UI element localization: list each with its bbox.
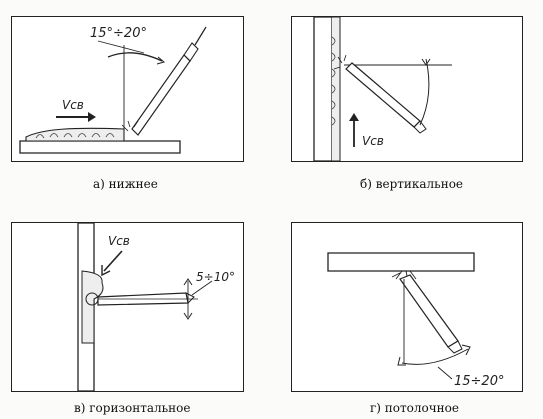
caption-overhead: г) потолочное bbox=[370, 401, 459, 415]
speed-arrow-head bbox=[88, 112, 96, 122]
panel-overhead: 15÷20° bbox=[291, 222, 523, 392]
angle-arc bbox=[401, 348, 469, 365]
panel-flat: 15°÷20° Vсв bbox=[11, 16, 244, 162]
vertical-plate bbox=[313, 17, 333, 161]
flat-weld-diagram: 15°÷20° Vсв bbox=[19, 26, 207, 154]
arc-sparks bbox=[121, 120, 139, 132]
angle-leader-line bbox=[97, 40, 145, 54]
angle-arc bbox=[419, 58, 430, 126]
angle-leader-line bbox=[191, 280, 213, 296]
angle-arc bbox=[107, 52, 163, 62]
vertical-weld-diagram: Vсв bbox=[313, 17, 452, 161]
electrode bbox=[399, 274, 459, 348]
electrode bbox=[345, 62, 421, 128]
angle-leader-line bbox=[437, 366, 453, 380]
electrode-holder bbox=[447, 340, 463, 354]
base-plate bbox=[19, 140, 181, 154]
angle-arrow-head bbox=[421, 58, 431, 66]
angle-arrow-up bbox=[183, 278, 193, 286]
speed-arrow bbox=[103, 250, 123, 272]
weld-bead bbox=[25, 127, 125, 142]
angle-label: 15÷20° bbox=[454, 374, 504, 389]
speed-label: Vсв bbox=[108, 234, 130, 248]
electrode-holder bbox=[413, 120, 427, 134]
arc-sparks bbox=[333, 54, 347, 70]
panel-vertical: Vсв bbox=[291, 16, 523, 162]
caption-vertical: б) вертикальное bbox=[360, 177, 464, 191]
electrode bbox=[131, 54, 191, 136]
electrode-tip-wire bbox=[194, 26, 207, 46]
panel-horizontal: 5÷10° Vсв bbox=[11, 222, 244, 392]
weld-bead bbox=[81, 270, 104, 344]
speed-label: Vсв bbox=[62, 98, 84, 112]
ceiling-plate bbox=[327, 252, 475, 272]
seam-ripples bbox=[331, 36, 336, 126]
caption-flat: а) нижнее bbox=[93, 177, 158, 191]
angle-arrow-left bbox=[397, 356, 406, 366]
angle-arrow-right bbox=[461, 344, 471, 356]
weld-ripples bbox=[35, 133, 115, 139]
vertical-weld-seam bbox=[332, 17, 341, 161]
overhead-weld-diagram: 15÷20° bbox=[327, 252, 504, 389]
speed-arrow-head bbox=[101, 265, 111, 277]
angle-arrow-down bbox=[183, 312, 193, 320]
angle-label: 5÷10° bbox=[196, 270, 235, 284]
horizontal-weld-diagram: 5÷10° Vсв bbox=[77, 223, 235, 391]
angle-label: 15°÷20° bbox=[90, 26, 147, 41]
caption-horizontal: в) горизонтальное bbox=[74, 401, 191, 415]
vertical-plate bbox=[77, 223, 95, 391]
angle-arrow-head bbox=[156, 56, 166, 65]
speed-label: Vсв bbox=[362, 134, 384, 148]
electrode-holder bbox=[183, 42, 199, 62]
electrode-holder bbox=[185, 292, 195, 304]
speed-arrow-head bbox=[349, 113, 359, 121]
